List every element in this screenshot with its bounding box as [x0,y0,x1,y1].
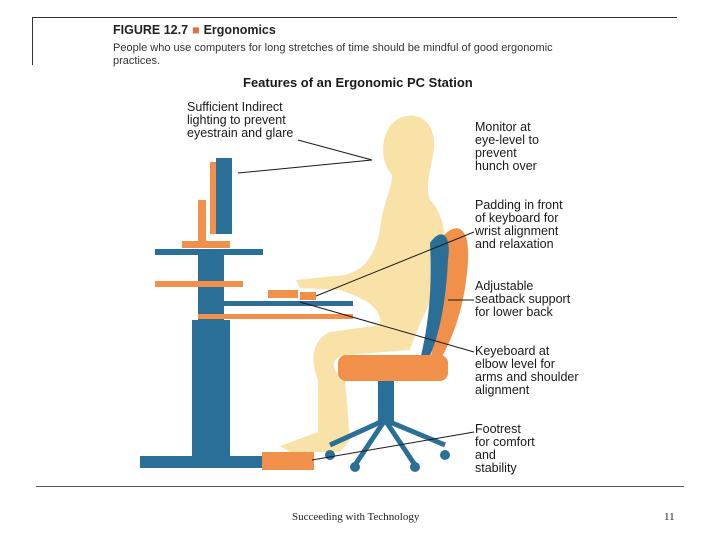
callout-line-lighting-2 [297,139,373,161]
chair-seat [338,355,448,381]
figure-description: People who use computers for long stretc… [113,42,553,67]
figure-frame-left [32,17,33,65]
chair-back [430,228,469,360]
keyboard [268,290,298,298]
label-keyboard: Keyeboard at elbow level for arms and sh… [475,344,579,397]
desk-orange-shelf [155,281,243,287]
callout-line-lighting [237,159,373,174]
desk-top-shelf [155,249,263,255]
bullet-icon: ■ [192,23,200,37]
callout-line-padding [315,231,475,297]
wrist-pad [300,292,316,300]
callout-line-footrest [311,431,475,461]
chair-wheel [325,450,335,460]
monitor-stand [198,200,206,245]
figure-frame-top [32,17,677,18]
figure-name: Ergonomics [203,23,276,37]
callout-line-keyboard [299,301,475,353]
label-padding: Padding in front of keyboard for wrist a… [475,198,563,251]
person-silhouette [280,115,446,452]
label-lighting: Sufficient Indirect lighting to prevent … [187,100,294,140]
figure-heading: FIGURE 12.7■Ergonomics [113,23,276,37]
diagram-title: Features of an Ergonomic PC Station [243,75,473,90]
chair-back-support [420,234,449,360]
label-seatback: Adjustable seatback support for lower ba… [475,279,571,319]
figure-number: FIGURE 12.7 [113,23,189,37]
keyboard-tray-blue [198,301,353,306]
footer-divider [36,486,684,487]
chair-wheel [410,462,420,472]
footer-text: Succeeding with Technology [292,511,420,523]
desk-base [140,456,264,468]
chair-wheel [440,450,450,460]
chair-wheel [350,462,360,472]
label-monitor: Monitor at eye-level to prevent hunch ov… [475,120,539,173]
monitor-screen [216,158,232,234]
monitor-base [182,241,230,248]
desk-column-lower [192,320,230,460]
chair-post [378,381,394,421]
label-footrest: Footrest for comfort and stability [475,422,535,475]
chair-legs [328,415,446,467]
keyboard-tray-orange [198,314,353,319]
footrest [262,452,314,470]
page-number: 11 [664,511,675,523]
